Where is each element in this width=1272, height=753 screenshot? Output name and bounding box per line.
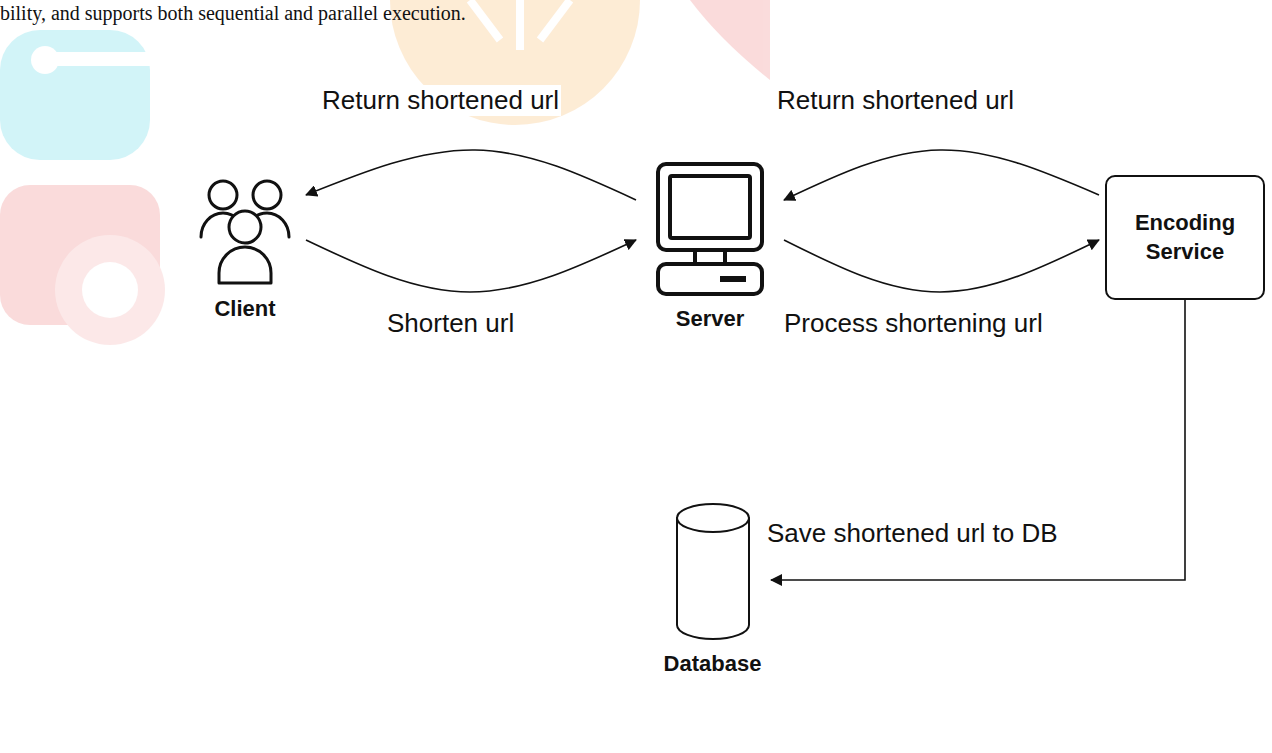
watermark-gear-hole [82, 262, 138, 318]
cylinder-top [677, 504, 749, 532]
database-node: Database [660, 500, 765, 677]
server-node: Server [642, 160, 778, 332]
edge-label: Return shortened url [775, 85, 1016, 116]
watermark-shape [0, 30, 150, 160]
flow-arrow [306, 240, 636, 292]
people-icon [195, 165, 295, 290]
monitor-frame [658, 164, 762, 250]
drive-slot [720, 276, 746, 282]
watermark-logo [0, 0, 770, 345]
person-outline [219, 211, 271, 283]
node-label: Server [642, 306, 778, 332]
flow-arrow [784, 240, 1099, 292]
service-box: Encoding Service [1105, 175, 1265, 300]
node-label: Client [190, 296, 300, 322]
watermark-gear [55, 235, 165, 345]
edge-label: Return shortened url [320, 85, 561, 116]
edge-label: Shorten url [385, 308, 516, 339]
edge-label: Save shortened url to DB [765, 518, 1060, 549]
cylinder-icon [673, 500, 753, 645]
watermark-shape [690, 0, 770, 80]
document-text: bility, and supports both sequential and… [0, 2, 466, 25]
node-label: Encoding Service [1117, 209, 1253, 266]
cylinder-body [677, 518, 749, 639]
watermark-bar [40, 52, 150, 66]
monitor-icon [650, 160, 770, 300]
flow-arrow [784, 150, 1099, 200]
node-label: Database [660, 651, 765, 677]
client-node: Client [190, 165, 300, 322]
watermark-rays [470, 0, 570, 50]
monitor-screen [670, 176, 750, 238]
computer-base [658, 264, 762, 294]
edge-label: Process shortening url [782, 308, 1045, 339]
monitor-stand [695, 250, 725, 264]
flow-arrow [306, 150, 636, 200]
